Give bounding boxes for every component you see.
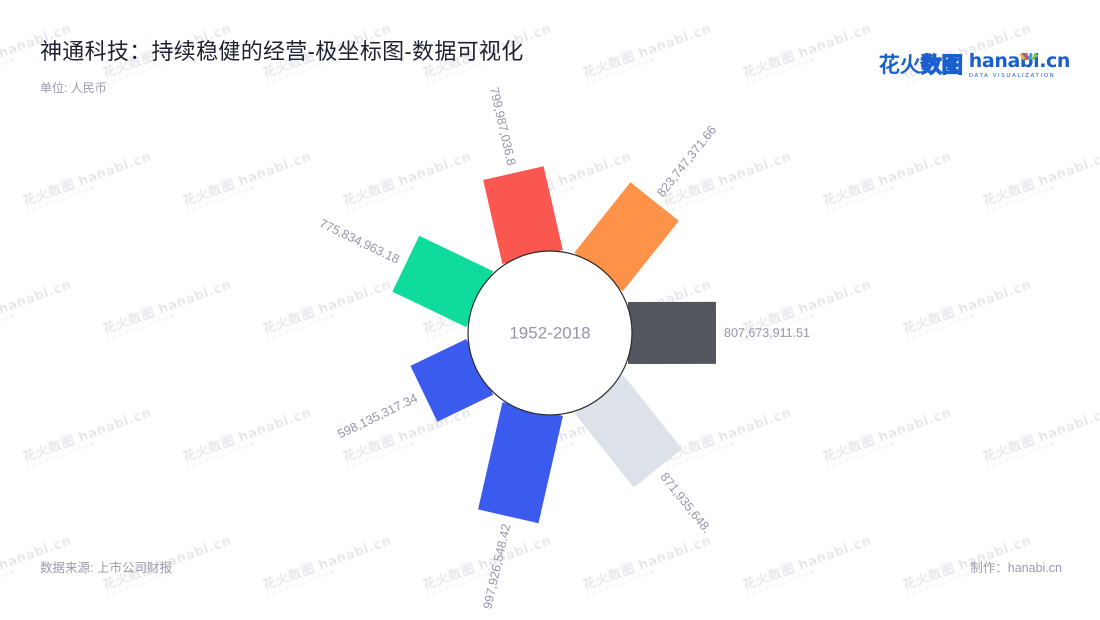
polar-bar-value-label: 823,747,371.66 <box>654 123 719 200</box>
logo-cn-outline: 数图 <box>920 53 963 78</box>
unit-subtitle: 单位: 人民币 <box>40 81 107 95</box>
polar-bar-value-label: 871,935,648. <box>657 470 713 536</box>
logo-cn-solid: 花火 <box>878 53 921 78</box>
polar-bar[interactable] <box>483 166 563 264</box>
logo-latin-wordmark: hanabi.cn <box>968 50 1071 72</box>
header: 神通科技：持续稳健的经营-极坐标图-数据可视化 单位: 人民币 <box>40 34 524 97</box>
logo-latin-text: hanabi.cn <box>968 50 1071 72</box>
credit-note: 制作：hanabi.cn <box>970 561 1062 575</box>
hanabi-logo: 花火数图 hanabi.cn DATA VISUALIZATION <box>878 50 1071 80</box>
logo-confetti-icon <box>1019 45 1038 64</box>
polar-bar[interactable] <box>574 182 679 292</box>
logo-latin-block: hanabi.cn DATA VISUALIZATION <box>968 50 1071 80</box>
polar-bar-value-label: 997,926,548.42 <box>480 523 513 611</box>
polar-bars-group <box>392 166 717 524</box>
logo-chinese-wordmark: 花火数图 <box>878 53 964 78</box>
polar-bar[interactable] <box>392 235 494 328</box>
polar-bar[interactable] <box>478 402 563 524</box>
polar-bar-value-label: 799,987,036.8 <box>487 86 519 167</box>
page-title: 神通科技：持续稳健的经营-极坐标图-数据可视化 <box>40 39 524 64</box>
polar-bar-value-label: 598,135,317.34 <box>335 391 419 441</box>
logo-tagline: DATA VISUALIZATION <box>968 73 1056 79</box>
polar-bar-value-label: 807,673,911.51 <box>724 326 810 340</box>
data-source-note: 数据来源: 上市公司财报 <box>40 561 172 575</box>
inner-circle <box>467 250 633 416</box>
polar-bar[interactable] <box>574 374 683 488</box>
polar-bar[interactable] <box>627 301 717 364</box>
polar-bar-value-label: 775,834,963.18 <box>317 216 401 266</box>
center-label: 1952-2018 <box>509 324 590 343</box>
